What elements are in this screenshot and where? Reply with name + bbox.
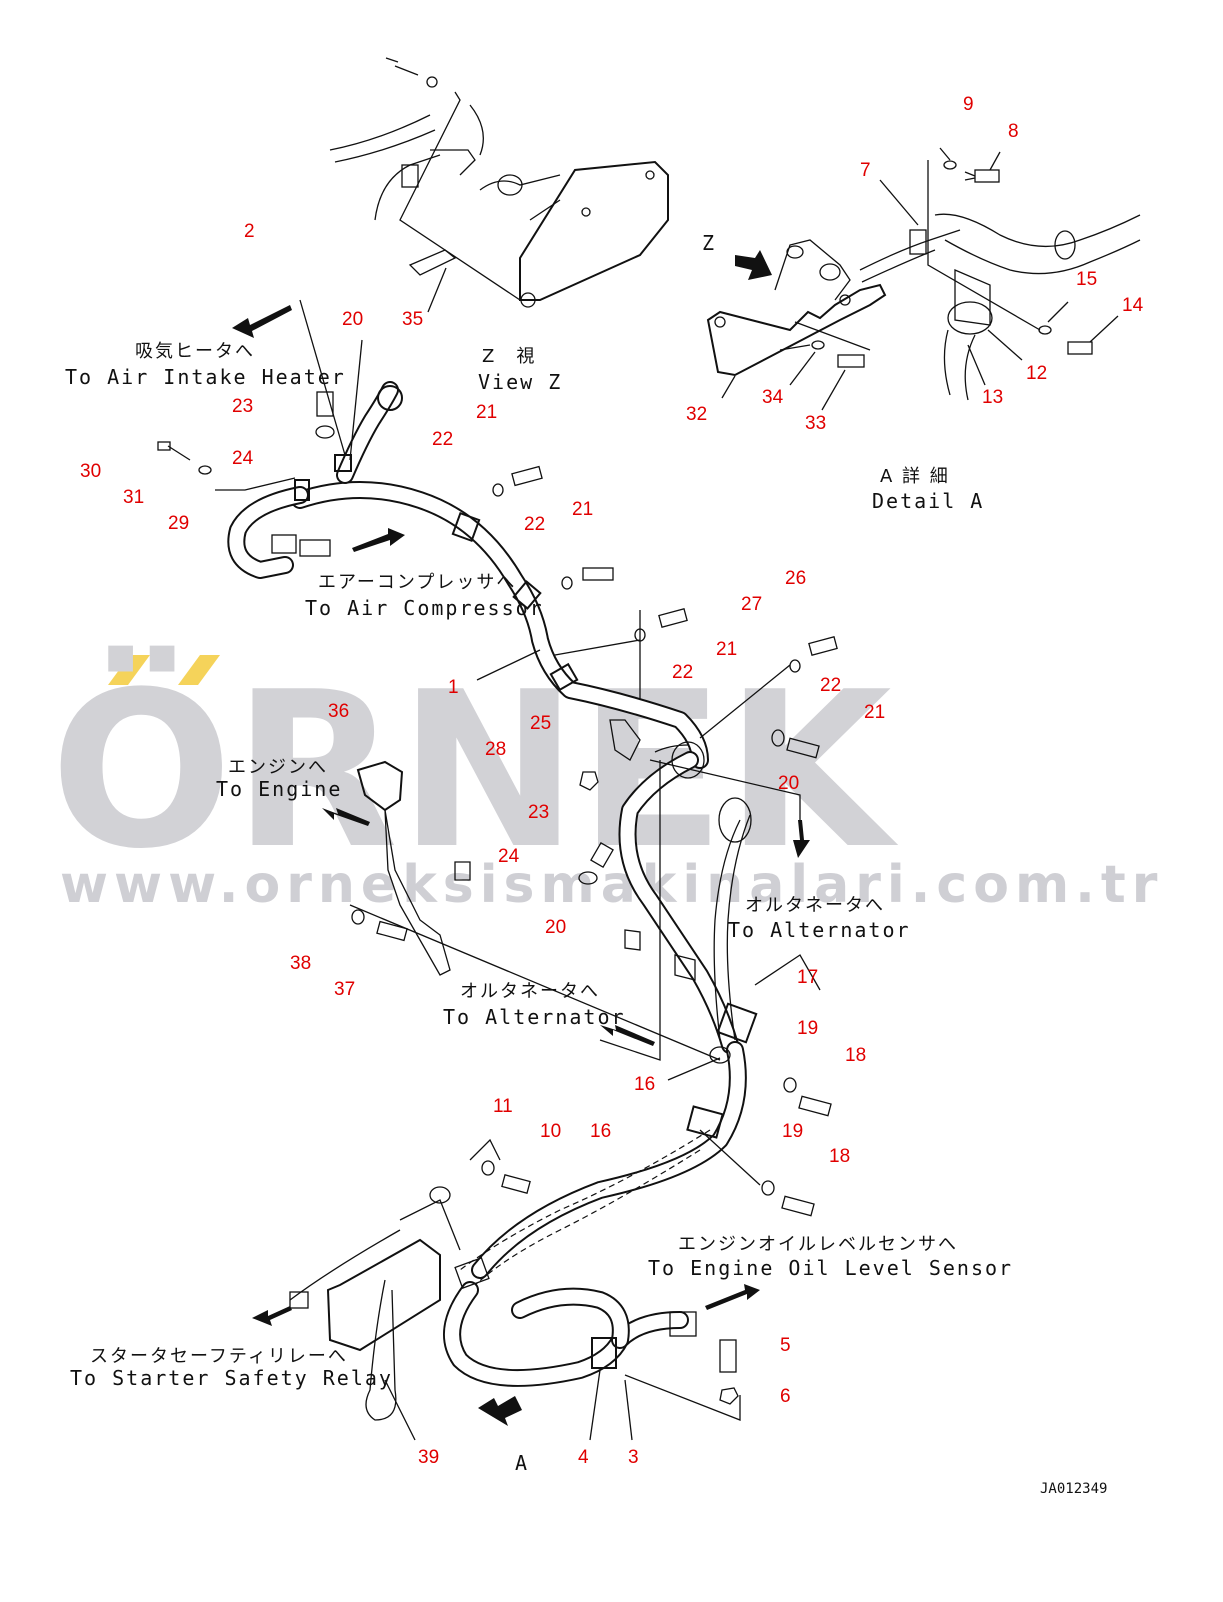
callout-17: 17 [797,967,818,988]
callout-18b: 18 [829,1146,850,1167]
callout-20b: 20 [778,773,799,794]
watermark-accent-right [178,655,220,685]
dest-air-intake-jp: 吸気ヒータへ [135,341,255,362]
callout-37: 37 [334,979,355,1000]
callout-27: 27 [741,594,762,615]
dest-alternator-right-en: To Alternator [728,918,911,942]
callout-9: 9 [963,94,974,115]
callout-16: 16 [634,1074,655,1095]
callout-26: 26 [785,568,806,589]
watermark-accent-left [108,655,150,685]
dest-air-compressor-jp: エアーコンプレッサへ [318,572,516,593]
callout-22d: 22 [820,675,841,696]
main-harness [157,299,838,1441]
engine-arrow [322,808,370,826]
callout-1: 1 [448,677,459,698]
dest-alternator-left-jp: オルタネータへ [460,981,600,1002]
callout-20: 20 [342,309,363,330]
watermark-url: www.orneksismakinalari.com.tr [60,855,1163,915]
callout-21b: 21 [572,499,593,520]
callout-21d: 21 [864,702,885,723]
dest-alternator-left-en: To Alternator [443,1005,626,1029]
drawing-code: JA012349 [1040,1481,1107,1497]
callout-19: 19 [797,1018,818,1039]
callout-28: 28 [485,739,506,760]
callout-6: 6 [780,1386,791,1407]
air-intake-arrow [232,305,292,338]
callout-18: 18 [845,1045,866,1066]
callout-22: 22 [432,429,453,450]
destination-labels: 吸気ヒータへ To Air Intake Heater エアーコンプレッサへ T… [65,341,1013,1390]
dest-oil-sensor-jp: エンジンオイルレベルセンサへ [678,1234,958,1255]
callout-5: 5 [780,1335,791,1356]
callout-11: 11 [493,1096,513,1117]
callout-8: 8 [1008,121,1019,142]
callout-4: 4 [578,1447,589,1468]
callout-21c: 21 [716,639,737,660]
callout-23: 23 [232,396,253,417]
callout-22b: 22 [524,514,545,535]
view-z-drawing [329,57,669,313]
view-z-title-jp: Z 視 [482,346,536,367]
detail-a-arrow [478,1396,522,1426]
dest-engine-jp: エンジンへ [228,757,328,778]
callout-38: 38 [290,953,311,974]
starter-relay-arrow [252,1306,292,1326]
callout-10: 10 [540,1121,561,1142]
callout-3: 3 [628,1447,639,1468]
dest-alternator-right-jp: オルタネータへ [745,895,885,916]
callout-35: 35 [402,309,423,330]
detail-a-title-en: Detail A [872,489,984,513]
view-z-marker: Z [702,231,716,255]
alternator-left-arrow [600,1025,655,1046]
detail-a-title-jp: A 詳 細 [880,466,950,487]
watermark-brand: ÖRNEK [50,645,899,896]
dest-starter-relay-en: To Starter Safety Relay [70,1366,393,1390]
callout-19b: 19 [782,1121,803,1142]
dest-starter-relay-jp: スタータセーフティリレーへ [90,1346,348,1367]
callout-23b: 23 [528,802,549,823]
callout-15: 15 [1076,269,1097,290]
callout-34: 34 [762,387,784,408]
callout-30: 30 [80,461,101,482]
callout-29: 29 [168,513,189,534]
callout-13: 13 [982,387,1003,408]
dest-air-compressor-en: To Air Compressor [305,596,544,620]
watermark: ÖRNEK www.orneksismakinalari.com.tr [50,645,1163,915]
callout-32: 32 [686,404,707,425]
dest-engine-en: To Engine [216,777,342,801]
callout-25: 25 [530,713,551,734]
callout-39: 39 [418,1447,439,1468]
alternator-right-arrow [793,820,810,858]
air-compressor-arrow [352,528,405,552]
callout-12: 12 [1026,363,1047,384]
callout-7: 7 [860,160,871,181]
callout-22c: 22 [672,662,693,683]
view-labels: Z 視 View Z A 詳 細 Detail A Z A JA012349 [478,231,1107,1497]
callout-36: 36 [328,701,349,722]
callout-2: 2 [244,221,255,242]
part-callouts: 9 8 7 15 14 12 13 32 34 33 2 20 23 24 30… [80,94,1144,1468]
view-z-arrow [735,250,772,280]
callout-33: 33 [805,413,826,434]
detail-a-drawing [706,147,1141,411]
view-z-title-en: View Z [478,370,562,394]
dest-oil-sensor-en: To Engine Oil Level Sensor [648,1256,1013,1280]
callout-16b: 16 [590,1121,611,1142]
callout-20c: 20 [545,917,566,938]
callout-31: 31 [123,487,144,508]
oil-sensor-arrow [705,1284,760,1310]
dest-air-intake-en: To Air Intake Heater [65,365,346,389]
detail-a-marker: A [515,1451,529,1475]
callout-24b: 24 [498,846,520,867]
callout-21: 21 [476,402,497,423]
callout-24: 24 [232,448,254,469]
callout-14: 14 [1122,295,1144,316]
